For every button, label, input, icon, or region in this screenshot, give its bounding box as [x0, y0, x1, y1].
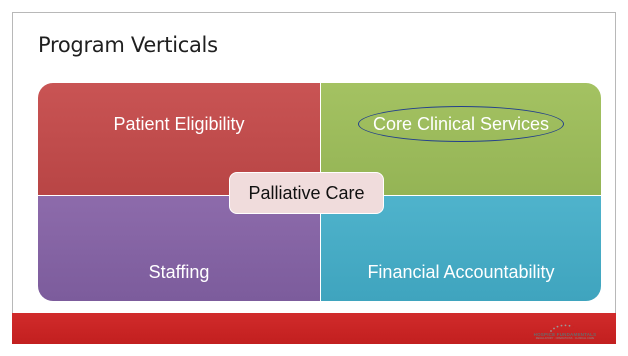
hospice-fundamentals-logo: HOSPICE FUNDAMENTALS REGULATORY · OPERAT…	[529, 322, 601, 342]
slide-title: Program Verticals	[38, 33, 218, 57]
logo-text: HOSPICE FUNDAMENTALS	[533, 332, 597, 337]
highlight-ellipse: Core Clinical Services	[357, 106, 565, 142]
footer-bar	[12, 313, 616, 344]
logo-subtext: REGULATORY · OPERATIONS · CLINICAL CARE	[535, 337, 595, 340]
quadrant-label: Financial Accountability	[367, 262, 555, 282]
center-label: Palliative Care	[248, 182, 365, 203]
quadrant-label: Staffing	[148, 262, 210, 282]
center-box-palliative-care: Palliative Care	[229, 172, 384, 214]
quadrant-label: Core Clinical Services	[372, 114, 550, 134]
logo-arc-icon	[550, 324, 581, 333]
quadrant-label: Patient Eligibility	[113, 113, 245, 134]
